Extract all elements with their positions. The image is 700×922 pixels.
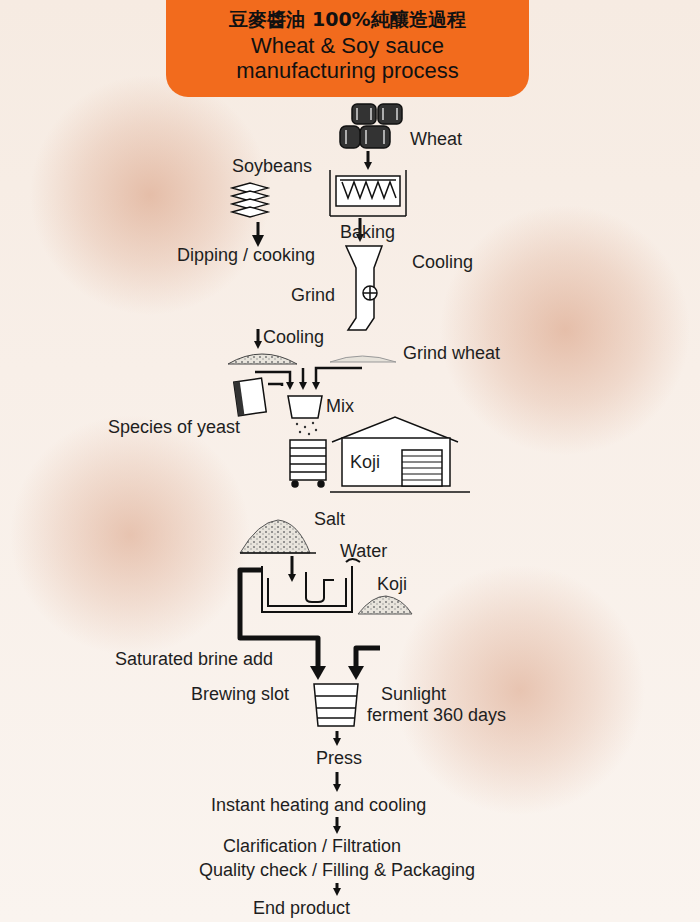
ingredient-label: Salt — [314, 509, 345, 530]
step-label: Grind wheat — [403, 343, 500, 364]
step-label: Quality check / Filling & Packaging — [199, 860, 475, 881]
ingredient-label: Wheat — [410, 129, 462, 150]
step-label: Cooling — [412, 252, 473, 273]
step-label: Baking — [340, 222, 395, 243]
title-english: Wheat & Soy sauce manufacturing process — [218, 33, 478, 84]
step-label: End product — [253, 898, 350, 919]
step-label: Brewing slot — [191, 684, 289, 705]
step-label: Koji — [350, 452, 380, 473]
step-label: Saturated brine add — [115, 649, 273, 670]
step-label: Cooling — [263, 327, 324, 348]
step-label: Instant heating and cooling — [211, 795, 426, 816]
step-label: Grind — [291, 285, 335, 306]
ingredient-label: Water — [340, 541, 387, 562]
step-label: Mix — [326, 396, 354, 417]
step-label: Press — [316, 748, 362, 769]
step-label: Sunlight ferment 360 days — [367, 684, 509, 725]
ingredient-label: Species of yeast — [108, 417, 240, 438]
ingredient-label: Soybeans — [232, 156, 312, 177]
title-box: 豆麥醬油 100%純釀造過程Wheat & Soy sauce manufact… — [166, 0, 529, 97]
step-label: Dipping / cooking — [177, 245, 315, 266]
step-label: Clarification / Filtration — [223, 836, 401, 857]
title-chinese: 豆麥醬油 100%純釀造過程 — [176, 8, 519, 31]
ingredient-label: Koji — [377, 574, 407, 595]
